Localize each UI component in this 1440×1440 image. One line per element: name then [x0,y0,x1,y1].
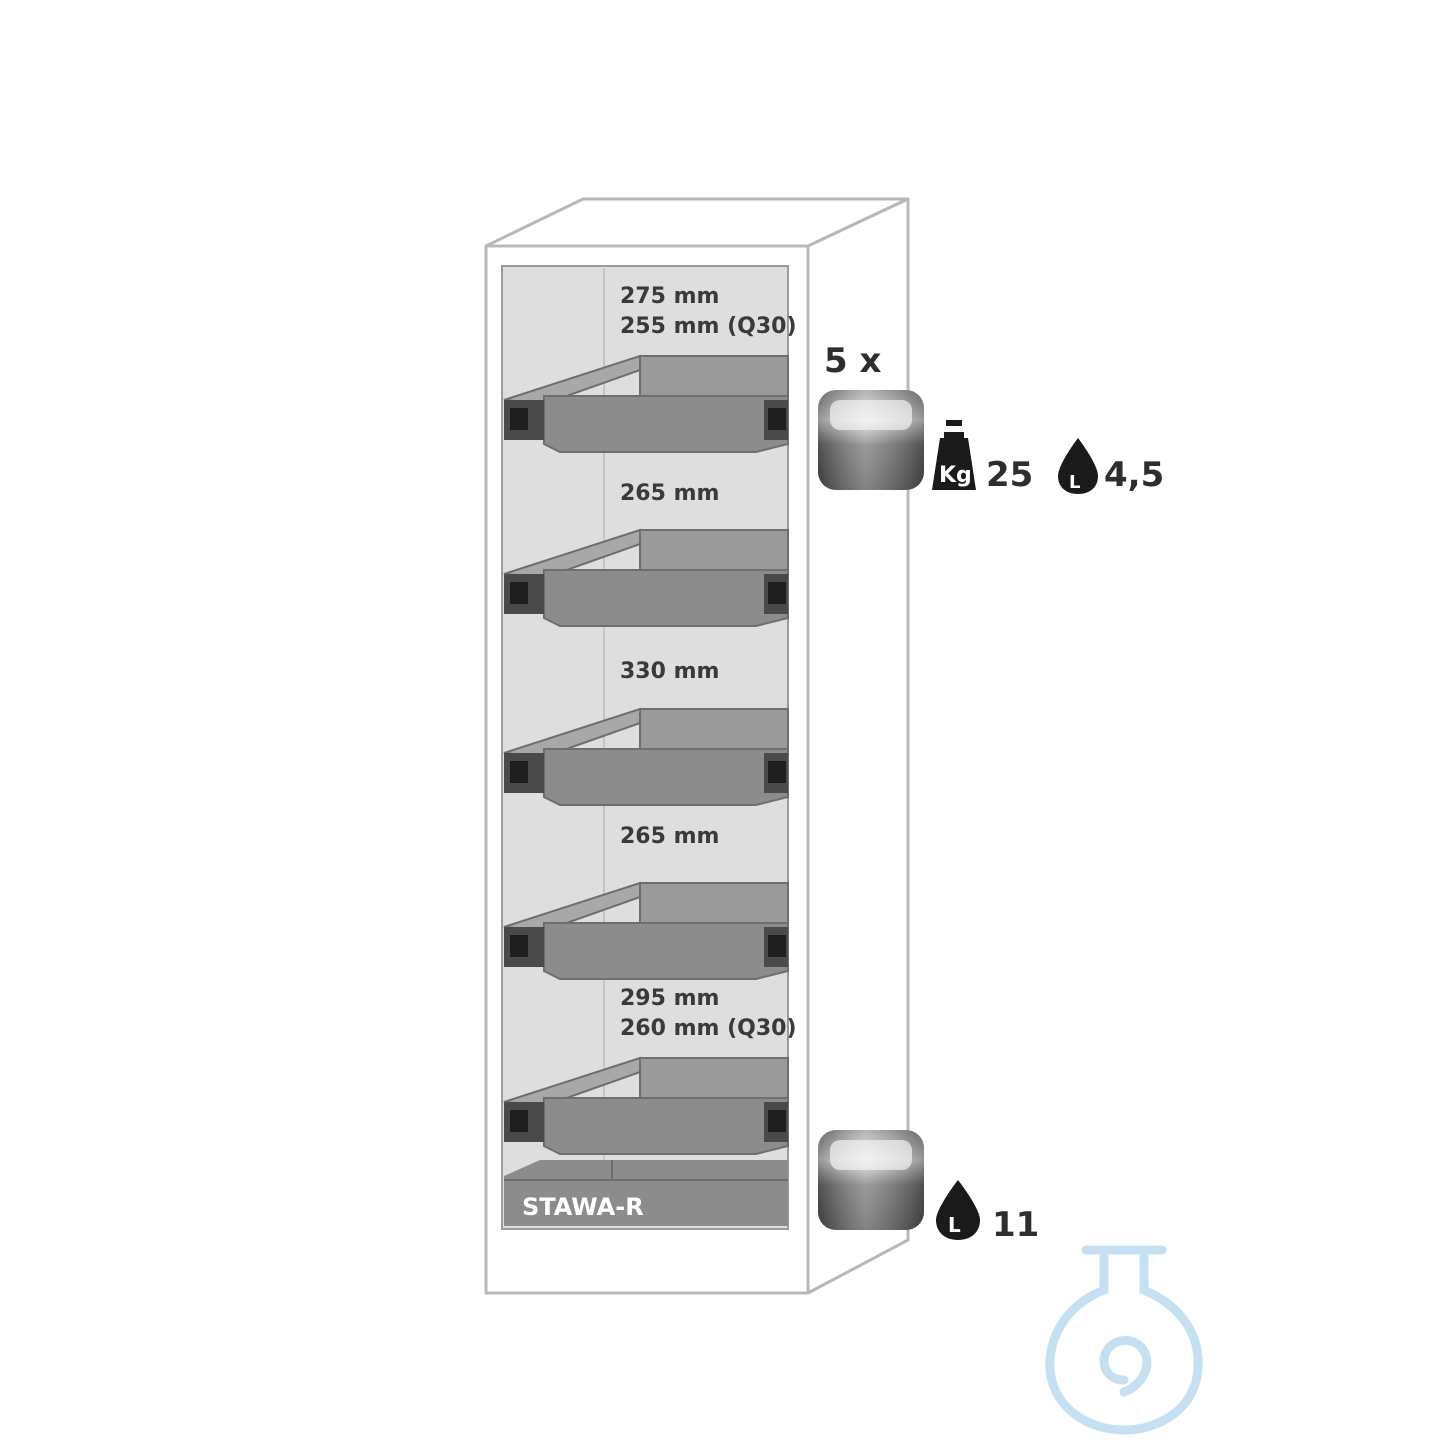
liquid-drop-icon: L [936,1180,980,1240]
shelf-volume-value: 4,5 [1104,455,1164,495]
liquid-drop-icon: L [1058,438,1098,494]
shelves: 275 mm 255 mm (Q30) 265 mm 330 mm 265 mm 295 … [503,284,797,1155]
shelf-volume-spec: L 4,5 [1058,438,1164,495]
svg-text:Kg: Kg [939,463,972,488]
shelf-count-label: 5 x [824,341,881,381]
shelf-tray-icon [818,390,924,490]
compartment-height-alt-label: 260 mm (Q30) [620,1016,797,1041]
shelf-tray [503,528,789,627]
compartment-height-label: 265 mm [620,824,719,849]
shelf-tray [503,881,789,980]
kg-weight-icon: Kg [932,420,976,490]
brand-label: STAWA-R [522,1193,644,1221]
sump-volume-spec: L 11 [936,1180,1039,1245]
compartment-height-label: 295 mm [620,986,719,1011]
shelf-tray [503,707,789,806]
sump-volume-value: 11 [992,1205,1039,1245]
flask-watermark-logo [1045,1245,1203,1435]
shelf-load-value: 25 [986,455,1033,495]
sump-tray-icon [818,1130,924,1230]
shelf-tray [503,354,789,453]
compartment-height-label: 330 mm [620,659,719,684]
shelf-tray [503,1056,789,1155]
shelf-load-spec: Kg 25 [932,420,1033,495]
compartment-height-label: 265 mm [620,481,719,506]
svg-text:L: L [948,1213,961,1237]
svg-text:L: L [1069,472,1080,493]
bottom-sump: STAWA-R [504,1160,788,1226]
compartment-height-label: 275 mm [620,284,719,309]
compartment-height-alt-label: 255 mm (Q30) [620,314,797,339]
